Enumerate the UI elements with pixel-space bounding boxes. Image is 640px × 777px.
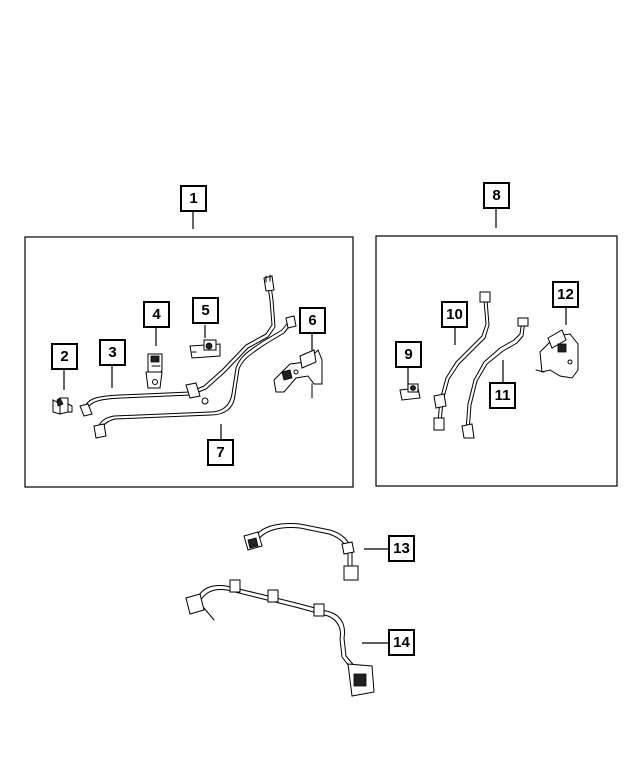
part-14-harness (185, 579, 375, 697)
callout-2[interactable]: 2 (51, 343, 78, 370)
callout-2-label: 2 (60, 348, 68, 365)
callout-3-label: 3 (108, 344, 116, 361)
part-10-tube (433, 291, 491, 431)
callout-1[interactable]: 1 (180, 185, 207, 212)
part-4-bracket (145, 353, 163, 389)
callout-10[interactable]: 10 (441, 301, 468, 328)
callout-6[interactable]: 6 (299, 307, 326, 334)
callout-3[interactable]: 3 (99, 339, 126, 366)
part-5-clip (189, 339, 221, 359)
part-6-bracket (273, 349, 323, 399)
callout-6-label: 6 (308, 312, 316, 329)
callout-14[interactable]: 14 (388, 629, 415, 656)
callout-1-label: 1 (189, 190, 197, 207)
callout-8[interactable]: 8 (483, 182, 510, 209)
callout-7[interactable]: 7 (207, 439, 234, 466)
part-13-harness (243, 523, 359, 581)
callout-5-label: 5 (201, 302, 209, 319)
callout-12-label: 12 (557, 286, 574, 303)
callout-leaders (63, 209, 567, 644)
part-2-clip (52, 397, 73, 415)
part-12-bracket (535, 329, 579, 379)
callout-12[interactable]: 12 (552, 281, 579, 308)
group-frame-left (24, 236, 354, 488)
callout-7-label: 7 (216, 444, 224, 461)
part-7-tube (93, 315, 297, 439)
part-9-clip (399, 383, 421, 401)
callout-11-label: 11 (495, 387, 511, 404)
part-3-tube (79, 274, 276, 417)
callout-4-label: 4 (152, 306, 161, 323)
callout-5[interactable]: 5 (192, 297, 219, 324)
callout-9-label: 9 (404, 346, 412, 363)
callout-10-label: 10 (446, 306, 463, 323)
callout-8-label: 8 (492, 187, 500, 204)
callout-13[interactable]: 13 (388, 535, 415, 562)
callout-14-label: 14 (393, 634, 410, 651)
callout-9[interactable]: 9 (395, 341, 422, 368)
callout-4[interactable]: 4 (143, 301, 170, 328)
callout-11[interactable]: 11 (489, 382, 516, 409)
callout-13-label: 13 (393, 540, 410, 557)
part-11-tube (461, 317, 529, 439)
group-frame-right (375, 235, 618, 487)
